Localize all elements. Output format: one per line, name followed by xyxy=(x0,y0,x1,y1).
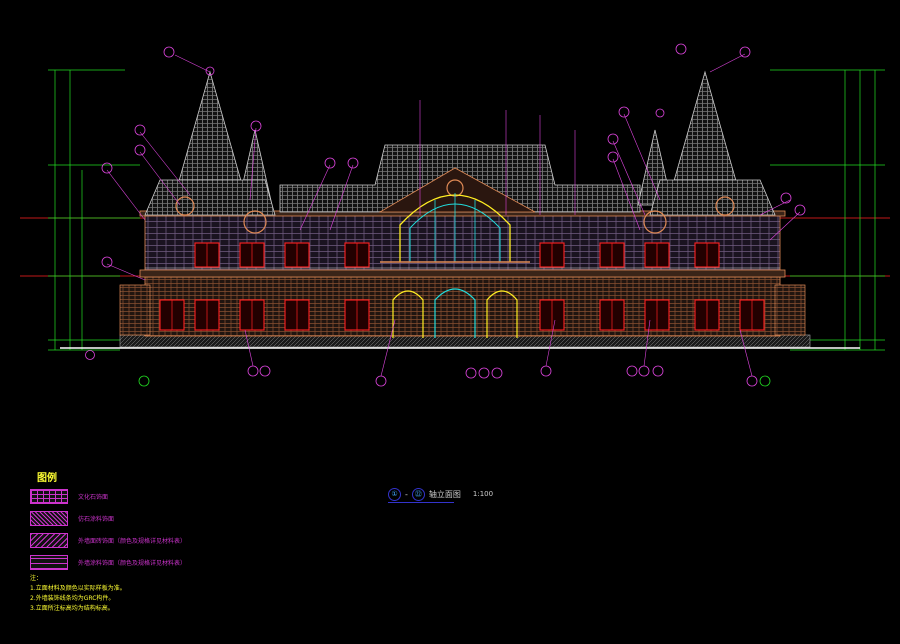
leader-line xyxy=(612,140,646,216)
window-grid xyxy=(159,242,765,331)
roofs xyxy=(144,70,776,216)
note-line: 3.立面所注标高均为结构标高。 xyxy=(30,605,114,612)
round-windows xyxy=(175,179,735,234)
legend-label: 外墙面砖饰面（颜色及规格详见材料表） xyxy=(78,538,187,545)
leader-line xyxy=(139,151,181,206)
central-arch-window xyxy=(399,193,511,262)
leader-line xyxy=(643,319,651,367)
annotation-leaders xyxy=(106,53,801,377)
leader-line xyxy=(623,113,661,201)
balustrades xyxy=(145,261,780,269)
leader-line xyxy=(769,211,801,241)
leader-line xyxy=(249,127,257,201)
legend-item: 仿石涂料饰面 xyxy=(30,511,114,526)
left-dimension-chain xyxy=(48,69,140,351)
note-line: 1.立面材料及颜色以实际样板为准。 xyxy=(30,585,126,592)
legend-swatch xyxy=(30,533,68,548)
leader-line xyxy=(380,319,396,377)
ground-plinth xyxy=(119,334,811,348)
leader-line xyxy=(299,164,331,231)
building-body xyxy=(119,210,806,337)
leader-line xyxy=(329,164,354,231)
title-underline xyxy=(388,502,454,503)
leader-line xyxy=(174,54,211,73)
entrance-arches xyxy=(392,288,518,338)
legend-item: 外墙涂料饰面（颜色及规格详见材料表） xyxy=(30,555,186,570)
leader-line xyxy=(106,263,146,281)
legend-label: 文化石饰面 xyxy=(78,494,109,501)
leader-line xyxy=(709,53,746,73)
axis-bubbles xyxy=(138,375,771,387)
leader-line xyxy=(139,131,191,196)
axis-start-bubble: ① xyxy=(388,487,401,501)
legend-swatch xyxy=(30,489,68,504)
right-dimension-chain xyxy=(770,69,885,351)
legend-label: 仿石涂料饰面 xyxy=(78,516,115,523)
leader-line xyxy=(739,329,753,377)
legend-label: 外墙涂料饰面（颜色及规格详见材料表） xyxy=(78,560,187,567)
leader-line xyxy=(106,169,146,221)
legend-item: 文化石饰面 xyxy=(30,489,108,504)
leader-line xyxy=(612,158,641,231)
legend-title: 图例 xyxy=(37,473,57,484)
legend-swatch xyxy=(30,511,68,526)
legend-item: 外墙面砖饰面（颜色及规格详见材料表） xyxy=(30,533,186,548)
bottom-tag-bubbles xyxy=(85,43,806,387)
leader-line xyxy=(545,319,556,367)
title-text: 轴立面图 xyxy=(428,489,461,499)
leader-line xyxy=(244,329,254,367)
title-separator: - xyxy=(405,489,408,499)
legend-swatch xyxy=(30,555,68,570)
drawing-scale: 1:100 xyxy=(472,490,494,498)
drawing-notes: 注： 1.立面材料及颜色以实际样板为准。 2.外墙装饰线条均为GRC构件。 3.… xyxy=(30,574,126,614)
note-line: 2.外墙装饰线条均为GRC构件。 xyxy=(30,595,115,602)
notes-heading: 注： xyxy=(30,575,43,582)
axis-end-bubble: ㉒ xyxy=(411,487,425,501)
drawing-title: ① - ㉒ 轴立面图 1:100 xyxy=(388,487,493,501)
